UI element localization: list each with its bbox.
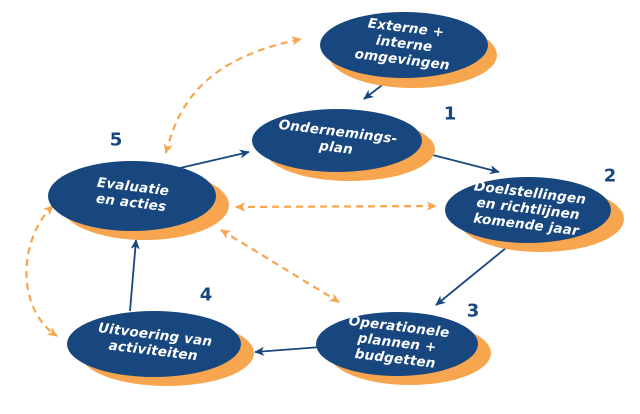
step-number-2: 2 <box>603 165 617 187</box>
node-label: Uitvoering van activiteiten <box>97 320 214 365</box>
node-evaluatie-acties: Evaluatie en acties <box>48 161 229 240</box>
node-oval <box>445 177 611 243</box>
step-number-4: 4 <box>199 284 213 306</box>
step-number-1: 1 <box>443 103 457 125</box>
step-number-3: 3 <box>466 300 480 322</box>
node-uitvoering-activiteiten: Uitvoering van activiteiten <box>67 311 254 386</box>
node-oval <box>316 312 478 376</box>
arrow-ondernemingsplan-to-doelstellingen <box>420 151 500 175</box>
node-label: Evaluatie en acties <box>95 174 171 216</box>
node-label: Ondernemings- plan <box>277 116 399 158</box>
node-label: Externe + interne omgevingen <box>353 15 451 74</box>
feedback-arrow-evaluatie-externe <box>163 36 302 154</box>
node-oval <box>320 12 488 78</box>
node-oval <box>67 311 241 377</box>
node-label: Operationele plannen + budgetten <box>347 313 451 372</box>
feedback-arrow-evaluatie-uitvoering <box>25 205 58 337</box>
arrow-uitvoering-to-evaluatie <box>129 239 140 312</box>
feedback-arrow-evaluatie-operationele <box>220 229 340 303</box>
arrow-doelstellingen-to-operationele <box>435 242 513 306</box>
node-ondernemingsplan: Ondernemings- plan <box>252 109 435 181</box>
node-label: Doelstellingen en richtlijnen komende ja… <box>472 178 587 240</box>
node-externe-interne-omgevingen: Externe + interne omgevingen <box>320 12 497 88</box>
node-oval <box>48 161 216 231</box>
node-oval <box>252 109 422 172</box>
feedback-arrow-evaluatie-doelstellingen <box>235 201 437 212</box>
node-doelstellingen: Doelstellingen en richtlijnen komende ja… <box>445 177 624 252</box>
arrow-operationele-to-uitvoering <box>254 346 322 356</box>
node-operationele-plannen: Operationele plannen + budgetten <box>316 312 491 385</box>
arrow-evaluatie-to-ondernemingsplan <box>179 149 250 169</box>
step-number-5: 5 <box>109 129 123 151</box>
